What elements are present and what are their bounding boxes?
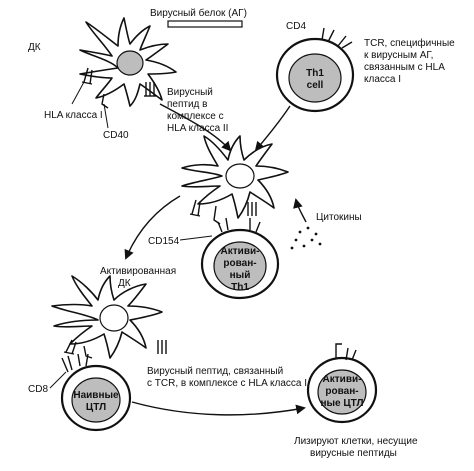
hla-class1-pointer	[71, 81, 85, 105]
viral-protein-bar	[167, 20, 243, 28]
cd4-label: CD4	[286, 21, 306, 32]
arrow-naive-to-activated-ctl	[131, 401, 306, 416]
activated-ctl-label-2: рован-	[325, 386, 358, 397]
cd154-label: CD154	[148, 236, 180, 247]
activated-ctl-label-3: ные ЦТЛ	[320, 398, 363, 409]
activated-th1-label-4: Th1	[231, 282, 249, 293]
dc-middle-nucleus	[225, 163, 255, 189]
naive-ctl-label-2: ЦТЛ	[86, 402, 106, 413]
th1-label-1: Th1	[306, 68, 324, 79]
tcr-label-1: TCR, специфичные	[364, 37, 455, 49]
activated-th1-label-3: ный	[230, 270, 251, 281]
cd40-receptor-top	[101, 93, 109, 109]
cytokine-dots	[290, 226, 322, 250]
cd40-label: CD40	[103, 130, 129, 141]
lyse-label-1: Лизируют клетки, несущие	[294, 436, 418, 447]
activated-dc-receptors	[63, 339, 167, 359]
activated-ctl-label-1: Активи-	[323, 374, 362, 385]
naive-ctl-nucleus	[71, 377, 121, 423]
cd154-pointer	[179, 235, 213, 241]
activated-th1-label-1: Активи-	[221, 246, 260, 257]
viral-protein-label: Вирусный белок (АГ)	[150, 7, 247, 19]
viral-peptide-label-3: комплексе с	[167, 111, 224, 122]
th1-nucleus	[288, 53, 342, 103]
viral-peptide-label-1: Вирусный	[167, 87, 213, 98]
peptide-tcr-label-2: с TCR, в комплексе с HLA класса I	[147, 378, 307, 389]
dendritic-cell-top	[79, 17, 177, 107]
arrow-th1-to-dc	[254, 105, 291, 152]
peptide-tcr-label-1: Вирусный пептид, связанный	[147, 366, 283, 377]
th1-receptors	[321, 27, 353, 49]
activated-dc-label-1: Активированная	[100, 266, 176, 277]
viral-peptide-label-4: HLA класса II	[167, 123, 228, 134]
lyse-label-2: вирусные пептиды	[310, 448, 397, 459]
naive-ctl-label-1: Наивные	[73, 390, 119, 401]
dendritic-cell-middle	[181, 135, 289, 219]
activated-th1-label-2: рован-	[223, 258, 256, 269]
tcr-label-3: связанным с HLA	[364, 62, 445, 73]
dc-top-nucleus	[116, 50, 144, 76]
arrow-cytokines	[293, 198, 307, 223]
hla-class2-receptor-top	[144, 82, 156, 97]
activated-ctl-receptors	[335, 343, 357, 361]
dc-activated-nucleus	[99, 304, 129, 332]
tcr-label-2: к вирусным АГ,	[364, 50, 433, 61]
tcr-label-4: класса I	[364, 74, 401, 85]
th1-label-2: cell	[307, 80, 324, 91]
cd8-label: CD8	[28, 384, 48, 395]
arrow-dc-to-activated-dc	[124, 195, 181, 260]
activated-th1-receptors	[217, 217, 261, 233]
activated-dc-label-2: ДК	[118, 278, 131, 289]
cytokines-label: Цитокины	[316, 212, 362, 223]
naive-ctl-receptors	[61, 353, 89, 373]
arrow-dc-top-to-middle	[159, 103, 232, 152]
hla-class1-label: HLA класса I	[44, 110, 103, 121]
dc-label: ДК	[28, 42, 41, 53]
viral-peptide-label-2: пептид в	[167, 99, 207, 110]
activated-ctl-nucleus	[317, 369, 367, 415]
activated-th1-nucleus	[213, 241, 267, 291]
cd8-pointer	[49, 371, 67, 389]
cd40-pointer	[103, 103, 109, 129]
